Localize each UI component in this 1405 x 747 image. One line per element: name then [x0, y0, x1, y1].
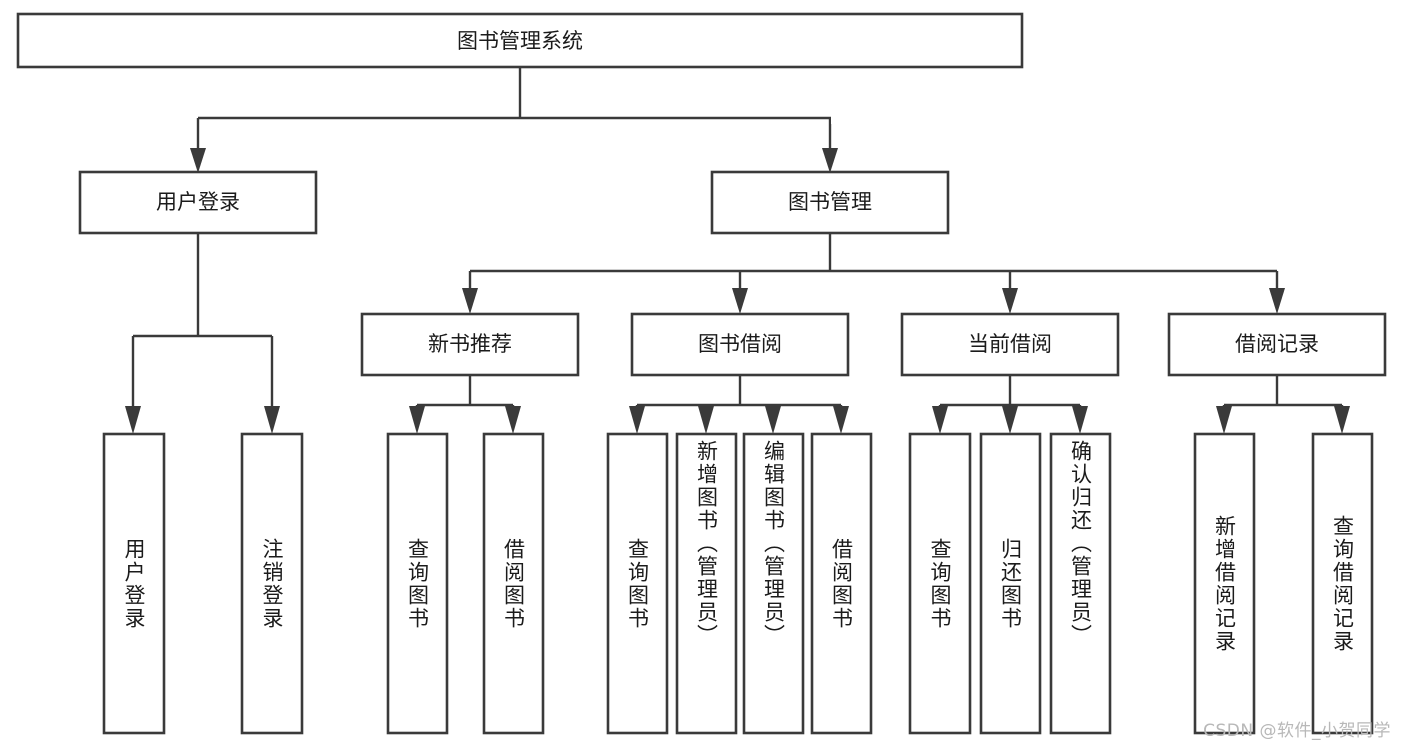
arrowhead-current-borrow [1002, 288, 1018, 314]
arrowhead-new-book-recommend [462, 288, 478, 314]
bus-mask-top [831, 112, 1391, 124]
node-leaf-add-record[interactable] [1193, 432, 1256, 735]
node-leaf-add-book[interactable] [675, 432, 738, 735]
connector-userlogin-to-leaves [125, 233, 280, 434]
node-leaf-user-logout[interactable] [240, 432, 304, 735]
arrowhead-borrow-record [1269, 288, 1285, 314]
csdn-watermark: CSDN @软件_小贺同学 [1203, 721, 1391, 741]
arrowhead-leaf-add-book [698, 406, 714, 434]
arrowhead-user-login [190, 148, 206, 173]
node-book-borrow[interactable]: 图书借阅 [630, 312, 850, 377]
arrowhead-leaf-query-book-2 [629, 406, 645, 434]
arrowhead-leaf-query-book-3 [932, 406, 948, 434]
node-root-label: 图书管理系统 [457, 29, 583, 53]
node-user-login[interactable]: 用户登录 [78, 170, 318, 235]
node-leaf-user-login[interactable] [102, 432, 166, 735]
arrowhead-leaf-user-logout [264, 406, 280, 434]
node-borrow-record[interactable]: 借阅记录 [1167, 312, 1387, 377]
node-leaf-borrow-book-1[interactable] [482, 432, 545, 735]
arrowhead-leaf-edit-book [765, 406, 781, 434]
arrowhead-leaf-borrow-book-2 [833, 406, 849, 434]
node-book-management[interactable]: 图书管理 [710, 170, 950, 235]
node-new-book-recommend-label: 新书推荐 [428, 332, 512, 356]
node-leaf-edit-book[interactable] [742, 432, 805, 735]
node-book-management-label: 图书管理 [788, 190, 872, 214]
connector-bookmanagement-to-level3 [462, 233, 1285, 314]
node-new-book-recommend[interactable]: 新书推荐 [360, 312, 580, 377]
node-leaf-borrow-book-2[interactable] [810, 432, 873, 735]
connector-currentborrow-to-leaves [932, 375, 1088, 434]
node-user-login-label: 用户登录 [156, 190, 240, 214]
arrowhead-leaf-query-book-1 [409, 406, 425, 434]
arrowhead-leaf-add-record [1216, 406, 1232, 434]
node-root[interactable]: 图书管理系统 [16, 12, 1024, 69]
arrowhead-leaf-return-book [1002, 406, 1018, 434]
node-borrow-record-label: 借阅记录 [1235, 332, 1319, 356]
node-leaf-query-book-1[interactable] [386, 432, 449, 735]
node-leaf-return-book[interactable] [979, 432, 1042, 735]
arrowhead-leaf-query-record [1334, 406, 1350, 434]
arrowhead-leaf-confirm-return [1072, 406, 1088, 434]
arrowhead-book-borrow [732, 288, 748, 314]
node-leaf-query-book-3[interactable] [908, 432, 972, 735]
node-current-borrow[interactable]: 当前借阅 [900, 312, 1120, 377]
connector-newbook-to-leaves [409, 375, 521, 434]
connector-borrowrecord-to-leaves [1216, 375, 1350, 434]
arrowhead-leaf-borrow-book-1 [505, 406, 521, 434]
node-current-borrow-label: 当前借阅 [968, 332, 1052, 356]
connector-bookborrow-to-leaves [629, 375, 849, 434]
arrowhead-book-management [822, 148, 838, 173]
node-leaf-confirm-return[interactable] [1049, 432, 1112, 735]
node-book-borrow-label: 图书借阅 [698, 332, 782, 356]
node-leaf-query-record[interactable] [1311, 432, 1374, 735]
node-leaf-query-book-2[interactable] [606, 432, 669, 735]
arrowhead-leaf-user-login [125, 406, 141, 434]
